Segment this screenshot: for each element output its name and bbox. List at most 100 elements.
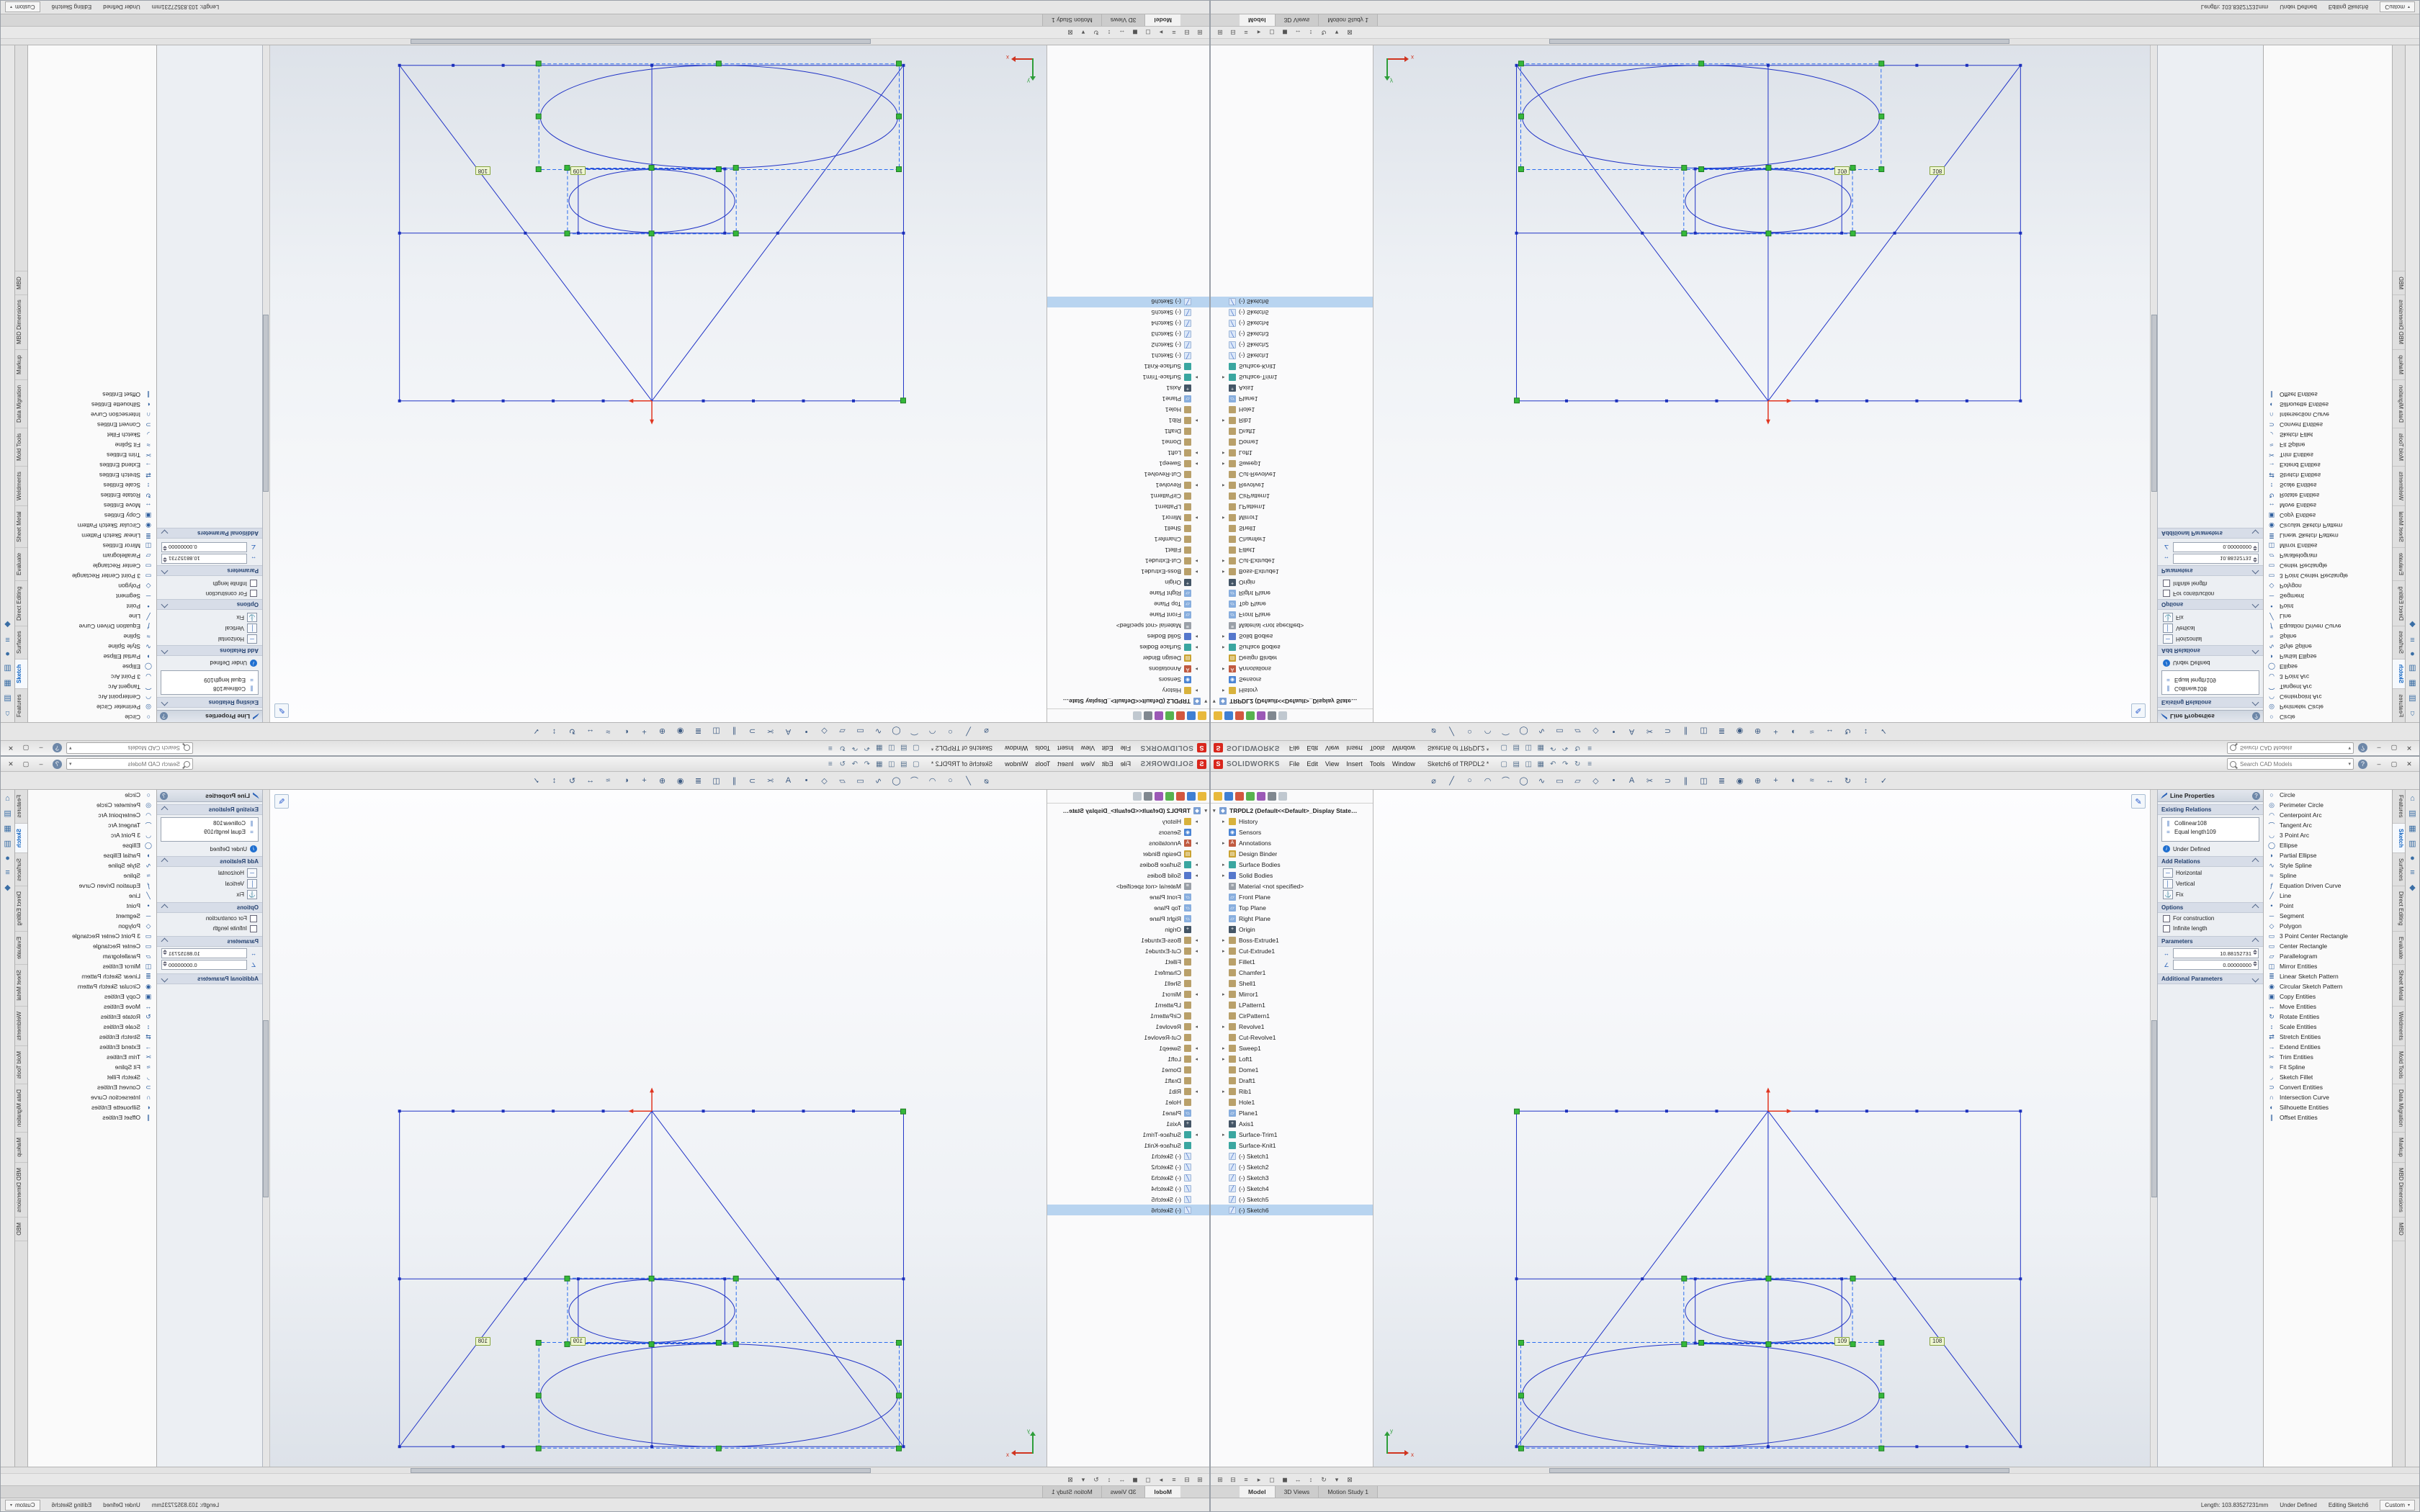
bottom-toolbar-icon[interactable]: ▾: [1081, 29, 1085, 37]
open-file-icon[interactable]: ▤: [900, 760, 908, 768]
tree-item[interactable]: ╱ (-) Sketch4: [1047, 318, 1209, 329]
move-entities-icon[interactable]: ↔: [586, 727, 594, 736]
tree-item[interactable]: ▸ Sweep1: [1211, 459, 1373, 469]
rebuild-icon[interactable]: ↻: [839, 744, 846, 752]
expander-icon[interactable]: ▸: [1195, 515, 1198, 521]
command-tab[interactable]: Sheet Metal: [2393, 965, 2405, 1007]
expander-icon[interactable]: ▾: [1213, 808, 1216, 814]
menu-item[interactable]: Window: [1392, 744, 1415, 752]
tree-item[interactable]: LPattern1: [1211, 502, 1373, 513]
options-icon[interactable]: ≡: [828, 760, 833, 768]
repair-sketch-icon[interactable]: +: [642, 727, 647, 736]
add-relation-button[interactable]: ─ Horizontal: [162, 634, 257, 644]
tree-item[interactable]: ╱ (-) Sketch2: [1047, 340, 1209, 351]
section-add-relations[interactable]: Add Relations: [2158, 856, 2263, 867]
tree-item[interactable]: Surface-Knit1: [1047, 361, 1209, 372]
home-icon[interactable]: ⌂: [5, 794, 10, 803]
command-tab[interactable]: Weldments: [15, 1006, 27, 1046]
circular-pattern-icon[interactable]: ◉: [676, 776, 684, 786]
sketch-tool-item[interactable]: ≈ Fit Spline: [28, 1062, 156, 1072]
print-icon[interactable]: ▦: [876, 760, 883, 768]
add-relation-button[interactable]: ─ Horizontal: [2163, 634, 2258, 644]
menu-item[interactable]: File: [1120, 760, 1131, 768]
command-tab[interactable]: Weldments: [15, 466, 27, 506]
expander-icon[interactable]: ▸: [1222, 482, 1225, 488]
expander-icon[interactable]: ▸: [1195, 862, 1198, 868]
graphics-area[interactable]: 109 108 ✎ x y: [270, 45, 1047, 722]
tree-item[interactable]: ▸ Rib1: [1047, 415, 1209, 426]
convert-entities-icon[interactable]: ⊃: [748, 726, 756, 736]
tree-item[interactable]: ▱ Plane1: [1047, 394, 1209, 405]
tree-item[interactable]: ≡ Material <not specified>: [1047, 621, 1209, 631]
sketch-tool-item[interactable]: ∩ Intersection Curve: [2264, 1092, 2392, 1102]
expander-icon[interactable]: ▸: [1195, 688, 1198, 693]
collapse-chevron-icon[interactable]: [161, 858, 169, 865]
rectangle-icon[interactable]: ▭: [856, 776, 864, 786]
command-tab[interactable]: Sheet Metal: [15, 505, 27, 547]
sketch-tool-item[interactable]: ⊃ Convert Entities: [2264, 1082, 2392, 1092]
text-icon[interactable]: A: [785, 776, 792, 785]
tree-item[interactable]: LPattern1: [1047, 999, 1209, 1010]
menu-item[interactable]: Insert: [1057, 744, 1074, 752]
horizontal-scrollbar-thumb[interactable]: [1549, 39, 2010, 44]
propertymanager-tab[interactable]: [1187, 792, 1196, 801]
sketch-tool-item[interactable]: ∿ Style Spline: [2264, 860, 2392, 870]
menu-item[interactable]: Window: [1005, 760, 1028, 768]
menu-item[interactable]: Insert: [1057, 760, 1074, 768]
expander-icon[interactable]: ▸: [1195, 937, 1198, 943]
expander-icon[interactable]: ▸: [1195, 482, 1198, 488]
parallelogram-icon[interactable]: ▱: [839, 776, 846, 786]
sketch-tool-item[interactable]: ◯ Ellipse: [2264, 662, 2392, 672]
collapse-chevron-icon[interactable]: [2251, 937, 2259, 945]
sketch-tool-item[interactable]: ≈ Spline: [2264, 870, 2392, 881]
section-additional-parameters[interactable]: Additional Parameters: [157, 973, 262, 984]
move-entities-icon[interactable]: ↔: [1826, 727, 1834, 736]
command-tab[interactable]: Direct Editing: [2393, 886, 2405, 932]
tree-item[interactable]: ▸ Loft1: [1047, 1053, 1209, 1064]
tree-item[interactable]: Cut-Revolve1: [1211, 1032, 1373, 1043]
tree-item[interactable]: LPattern1: [1211, 999, 1373, 1010]
search-input[interactable]: [2238, 744, 2347, 752]
t-arc-icon[interactable]: ⌒: [1502, 777, 1510, 786]
collapse-chevron-icon[interactable]: [161, 600, 169, 608]
unit-system-selector[interactable]: Custom ▾: [2380, 1499, 2415, 1511]
spinner-icon[interactable]: [163, 546, 167, 551]
option-row[interactable]: Infinite length: [2163, 579, 2258, 588]
smart-dimension-icon[interactable]: ⌀: [984, 726, 989, 736]
expander-icon[interactable]: ▾: [1204, 698, 1207, 704]
tree-item[interactable]: Shell1: [1047, 523, 1209, 534]
bottom-toolbar-icon[interactable]: ≡: [1172, 29, 1176, 36]
command-tab[interactable]: Surfaces: [2393, 625, 2405, 660]
tree-item[interactable]: ▸ Sweep1: [1047, 1043, 1209, 1053]
command-tab[interactable]: Mold Tools: [2393, 428, 2405, 467]
tree-item[interactable]: Draft1: [1047, 1075, 1209, 1086]
sketch-tool-item[interactable]: ↔ Move Entities: [2264, 1002, 2392, 1012]
expander-icon[interactable]: ▸: [1195, 644, 1198, 650]
command-tab[interactable]: Features: [2393, 688, 2405, 722]
save-icon[interactable]: ◫: [888, 760, 895, 768]
tree-item[interactable]: + Origin: [1047, 924, 1209, 935]
cam-tab[interactable]: [1268, 792, 1276, 801]
search-caret-icon[interactable]: ▾: [2348, 762, 2351, 767]
checkbox[interactable]: [250, 580, 257, 588]
print-icon[interactable]: ▦: [876, 744, 883, 752]
options-icon[interactable]: ≡: [1587, 744, 1592, 752]
sketch-tool-item[interactable]: ⊃ Convert Entities: [2264, 420, 2392, 430]
minimize-button[interactable]: –: [2377, 760, 2381, 768]
bottom-toolbar-icon[interactable]: ↕: [1107, 1476, 1111, 1483]
parameter-value-field[interactable]: 0.00000000: [2173, 960, 2259, 970]
sketch-tool-item[interactable]: ⇄ Stretch Entities: [2264, 1032, 2392, 1042]
tree-item[interactable]: ◉ Sensors: [1211, 827, 1373, 837]
search-caret-icon[interactable]: ▾: [69, 762, 72, 767]
search-input[interactable]: [73, 744, 182, 752]
tree-item[interactable]: Dome1: [1211, 437, 1373, 448]
sketch-tool-item[interactable]: ▱ Parallelogram: [2264, 551, 2392, 561]
help-button[interactable]: ?: [2358, 743, 2367, 753]
option-row[interactable]: For construction: [162, 914, 257, 923]
bottom-toolbar-icon[interactable]: ◻: [1145, 1475, 1151, 1483]
redo-icon[interactable]: ↷: [851, 760, 858, 768]
section-existing-relations[interactable]: Existing Relations: [2158, 697, 2263, 708]
bottom-toolbar-icon[interactable]: ▸: [1257, 29, 1261, 37]
tree-item[interactable]: ╱ (-) Sketch5: [1211, 1194, 1373, 1205]
search-box[interactable]: ▾: [66, 758, 193, 770]
